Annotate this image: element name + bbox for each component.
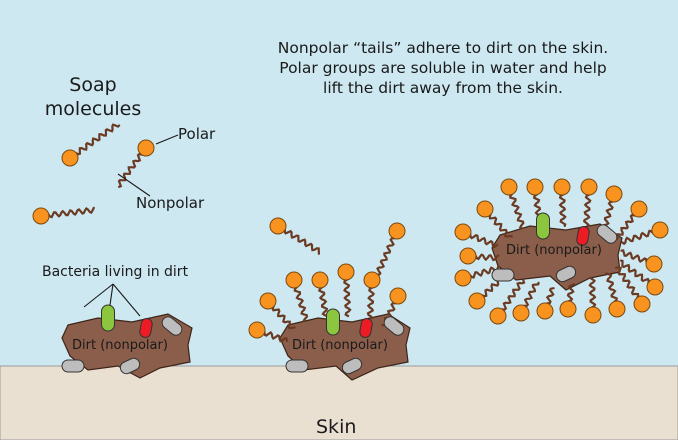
bacterium-3 — [161, 316, 183, 336]
polar-head-19 — [630, 200, 648, 218]
soap-title-line-1: Soap — [69, 74, 117, 96]
polar-head-33 — [651, 221, 669, 239]
polar-head-25 — [512, 304, 530, 322]
bacteria-label: Bacteria living in dirt — [42, 264, 189, 280]
polar-head-15 — [526, 178, 544, 196]
dirt-clump-1 — [61, 313, 193, 379]
polar-head-13 — [476, 200, 494, 218]
polar-label: Polar — [178, 125, 216, 143]
bacteria-layer — [61, 212, 618, 375]
polar-head-26 — [536, 302, 554, 320]
polar-head-7 — [285, 271, 303, 289]
bacteria-leader-middle — [109, 283, 114, 306]
dirt-label-3: Dirt (nonpolar) — [506, 243, 602, 258]
bacteria-leader-right — [112, 283, 141, 317]
skin-surface — [0, 365, 678, 440]
polar-head-10 — [363, 271, 381, 289]
polar-head-8 — [311, 271, 329, 289]
dirt-label-1: Dirt (nonpolar) — [72, 338, 168, 353]
caption-line-3: lift the dirt away from the skin. — [323, 79, 563, 97]
bacterium-2 — [139, 318, 153, 338]
polar-head-9 — [337, 263, 355, 281]
heads-layer — [32, 139, 669, 339]
polar-head-16 — [553, 178, 571, 196]
polar-head-14 — [500, 178, 518, 196]
skin-label: Skin — [316, 416, 357, 438]
nonpolar-label: Nonpolar — [136, 194, 205, 212]
polar-head-23 — [468, 292, 486, 310]
bacterium-6 — [326, 308, 340, 336]
polar-head-6 — [259, 292, 277, 310]
bacterium-1 — [101, 304, 115, 332]
nonpolar-tail-1 — [68, 123, 121, 161]
polar-head-27 — [559, 300, 577, 318]
bacterium-9 — [285, 359, 309, 373]
dirt-clump-3 — [491, 223, 623, 291]
bacteria-leader-left — [83, 283, 114, 308]
polar-head-2 — [137, 139, 155, 157]
polar-head-22 — [454, 269, 472, 287]
polar-head-4 — [269, 217, 287, 235]
polar-head-29 — [608, 300, 626, 318]
nonpolar-tail-5 — [372, 229, 399, 284]
dirt-clump-2 — [279, 313, 411, 381]
polar-head-28 — [584, 306, 602, 324]
polar-head-17 — [580, 178, 598, 196]
bacterium-15 — [555, 265, 577, 283]
bacterium-12 — [576, 226, 590, 246]
polar-head-31 — [646, 278, 664, 296]
soap-title-line-2: molecules — [44, 98, 142, 120]
dirt-label-2: Dirt (nonpolar) — [292, 338, 388, 353]
bacterium-5 — [119, 357, 141, 375]
polar-head-30 — [633, 295, 651, 313]
caption-line-1: Nonpolar “tails” adhere to dirt on the s… — [277, 39, 609, 57]
caption-line-2: Polar groups are soluble in water and he… — [279, 59, 607, 77]
soap-molecules-title: Soap molecules — [38, 73, 148, 121]
bacterium-11 — [536, 212, 550, 240]
polar-head-1 — [61, 149, 79, 167]
nonpolar-leader-line — [117, 173, 151, 197]
bacterium-8 — [383, 316, 405, 336]
bacterium-13 — [596, 224, 618, 244]
polar-head-11 — [389, 287, 407, 305]
explanation-caption: Nonpolar “tails” adhere to dirt on the s… — [238, 38, 648, 98]
polar-head-32 — [645, 255, 663, 273]
polar-leader-line — [155, 134, 179, 145]
bacterium-4 — [61, 359, 85, 373]
polar-head-24 — [489, 307, 507, 325]
bacterium-14 — [491, 268, 515, 282]
polar-head-18 — [605, 185, 623, 203]
polar-head-12 — [248, 321, 266, 339]
bacterium-7 — [359, 318, 373, 338]
polar-head-3 — [32, 207, 50, 225]
polar-head-5 — [388, 222, 406, 240]
nonpolar-tail-3 — [39, 206, 95, 220]
polar-head-20 — [454, 223, 472, 241]
bacterium-10 — [341, 357, 363, 375]
polar-head-21 — [459, 247, 477, 265]
